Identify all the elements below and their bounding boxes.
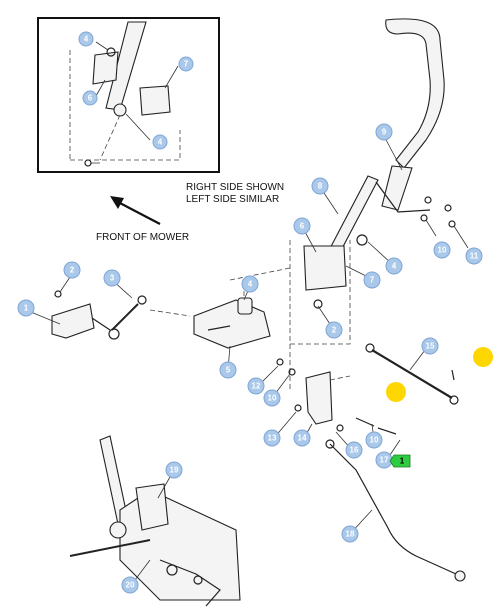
left-bracket [51,290,120,340]
callout-10c[interactable]: 10 [365,431,383,449]
callout-10b[interactable]: 10 [263,389,281,407]
callout-label: 4 [84,35,89,44]
lower-assembly [69,435,241,607]
highlight-marker-top[interactable] [473,347,493,367]
highlight-marker-bottom[interactable] [386,382,406,402]
callout-label: 16 [350,446,359,455]
callout-6[interactable]: 6 [293,217,311,235]
front-arrow-icon [110,196,161,225]
callout-label: 17 [380,456,389,465]
callout-2[interactable]: 2 [63,261,81,279]
callout-label: 18 [346,530,355,539]
callout-label: 6 [300,222,305,231]
callout-5[interactable]: 5 [219,361,237,379]
callout-label: 9 [382,128,387,137]
callout-label: 5 [226,366,231,375]
callout-13[interactable]: 13 [263,429,281,447]
callout-label: 12 [252,382,261,391]
link-rod-18 [325,439,466,582]
callout-label: 3 [110,274,115,283]
callout-9[interactable]: 9 [375,123,393,141]
callout-8[interactable]: 8 [311,177,329,195]
callout-label: 19 [170,466,179,475]
callout-inset-6[interactable]: 6 [82,90,98,106]
callout-label: 1 [24,304,29,313]
callout-11[interactable]: 11 [465,247,483,265]
callout-label: 15 [426,342,435,351]
note-left-side: LEFT SIDE SIMILAR [186,194,279,205]
callout-16[interactable]: 16 [345,441,363,459]
callout-inset-7[interactable]: 7 [178,56,194,72]
callout-label: 14 [298,434,307,443]
note-front-of-mower: FRONT OF MOWER [96,232,189,243]
callout-label: 4 [158,138,163,147]
callout-label: 4 [392,262,397,271]
callout-label: 20 [126,581,135,590]
callout-15[interactable]: 15 [421,337,439,355]
callout-label: 6 [88,94,93,103]
callout-label: 10 [438,246,447,255]
callout-20[interactable]: 20 [121,576,139,594]
quantity-tag-label: 1 [400,457,405,466]
callout-14[interactable]: 14 [293,429,311,447]
center-bracket [149,267,291,349]
callout-1[interactable]: 1 [17,299,35,317]
callout-7[interactable]: 7 [363,271,381,289]
rod-end-link [111,295,147,331]
callout-4[interactable]: 4 [385,257,403,275]
callout-3[interactable]: 3 [103,269,121,287]
hardware-bolts [420,196,469,249]
control-lever [289,175,431,345]
callout-2b[interactable]: 2 [325,321,343,339]
callout-label: 13 [268,434,277,443]
callout-label: 8 [318,182,323,191]
quantity-tag[interactable]: 1 [389,454,411,468]
callout-label: 7 [370,276,375,285]
callout-label: 10 [370,436,379,445]
bracket-14 [276,344,397,435]
note-right-side: RIGHT SIDE SHOWN [186,182,284,193]
callout-inset-4b[interactable]: 4 [152,134,168,150]
callout-4b[interactable]: 4 [241,275,259,293]
callout-inset-4a[interactable]: 4 [78,31,94,47]
callout-label: 7 [184,60,189,69]
callout-17[interactable]: 17 [375,451,393,469]
callout-label: 2 [70,266,75,275]
callout-10[interactable]: 10 [433,241,451,259]
callout-label: 4 [248,280,253,289]
inset-detail [37,17,220,173]
handle-assembly [381,18,445,211]
callout-label: 11 [470,252,479,261]
rod-15 [365,343,459,405]
callout-label: 2 [332,326,337,335]
callout-18[interactable]: 18 [341,525,359,543]
callout-label: 10 [268,394,277,403]
callout-19[interactable]: 19 [165,461,183,479]
callout-12[interactable]: 12 [247,377,265,395]
